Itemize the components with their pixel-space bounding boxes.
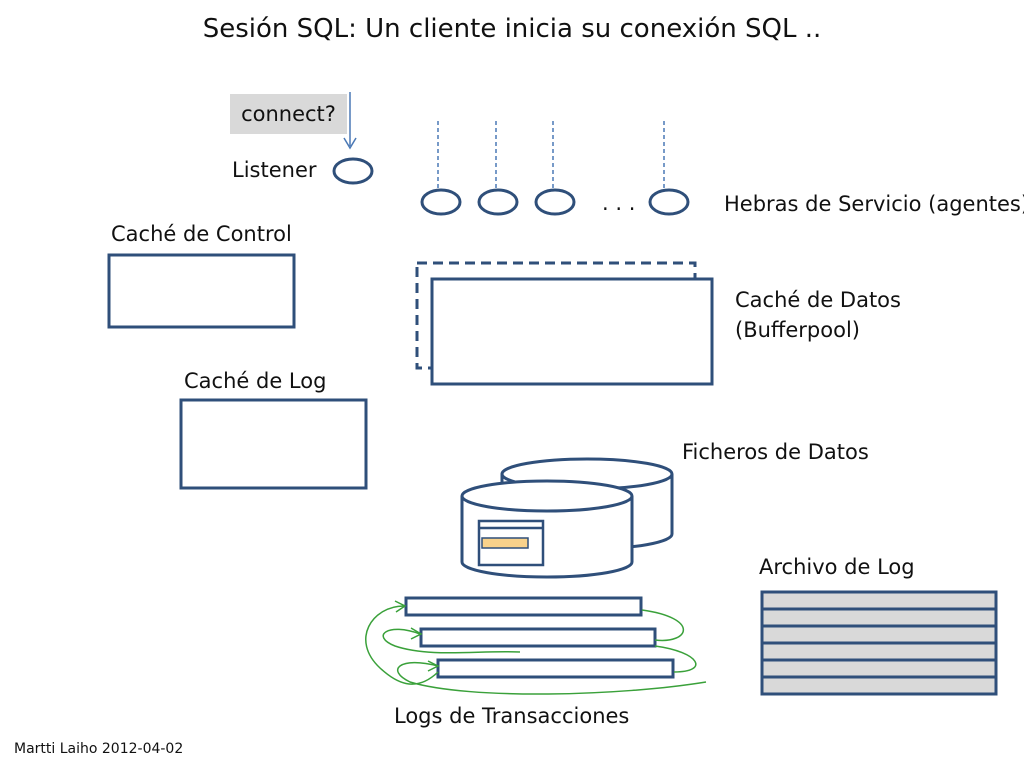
log-archive-record bbox=[760, 607, 998, 628]
data-cache-label: Caché de Datos bbox=[735, 288, 901, 312]
log-cycle-arrows bbox=[365, 605, 707, 695]
data-cache-box bbox=[430, 277, 714, 386]
footer-credit: Martti Laiho 2012-04-02 bbox=[14, 741, 184, 757]
log-cycle-arrowheads bbox=[394, 600, 440, 672]
transaction-log-bars bbox=[404, 596, 675, 679]
log-archive-record bbox=[760, 641, 998, 662]
page-title: Sesión SQL: Un cliente inicia su conexió… bbox=[202, 14, 822, 44]
transaction-log-bar bbox=[404, 596, 643, 617]
transaction-logs-label: Logs de Transacciones bbox=[394, 704, 630, 728]
listener-label: Listener bbox=[232, 158, 317, 182]
data-files-label: Ficheros de Datos bbox=[682, 440, 869, 464]
service-thread-nodes bbox=[420, 188, 690, 216]
listener-node bbox=[332, 157, 374, 185]
service-thread-node bbox=[534, 188, 576, 216]
log-cache-box bbox=[179, 398, 368, 490]
log-archive-record bbox=[760, 624, 998, 645]
log-archive-stack bbox=[760, 590, 998, 696]
transaction-log-bar bbox=[436, 658, 675, 679]
service-thread-node bbox=[648, 188, 690, 216]
service-thread-node bbox=[420, 188, 462, 216]
ellipsis-label: . . . bbox=[602, 191, 636, 215]
log-cache-label: Caché de Log bbox=[184, 369, 327, 393]
transaction-log-bar bbox=[419, 627, 657, 648]
log-archive-record bbox=[760, 658, 998, 679]
control-cache-label: Caché de Control bbox=[111, 222, 292, 246]
control-cache-box bbox=[107, 253, 296, 329]
service-thread-node bbox=[477, 188, 519, 216]
data-cache-sublabel: (Bufferpool) bbox=[735, 318, 860, 342]
thread-dashed-lines bbox=[437, 121, 665, 188]
log-archive-record bbox=[760, 675, 998, 696]
log-archive-record bbox=[760, 590, 998, 611]
connect-request-box: connect? bbox=[230, 94, 347, 134]
service-threads-label: Hebras de Servicio (agentes) bbox=[724, 192, 1024, 216]
log-archive-label: Archivo de Log bbox=[759, 555, 915, 579]
data-page-highlight bbox=[481, 537, 529, 549]
connect-arrowhead bbox=[343, 137, 357, 150]
